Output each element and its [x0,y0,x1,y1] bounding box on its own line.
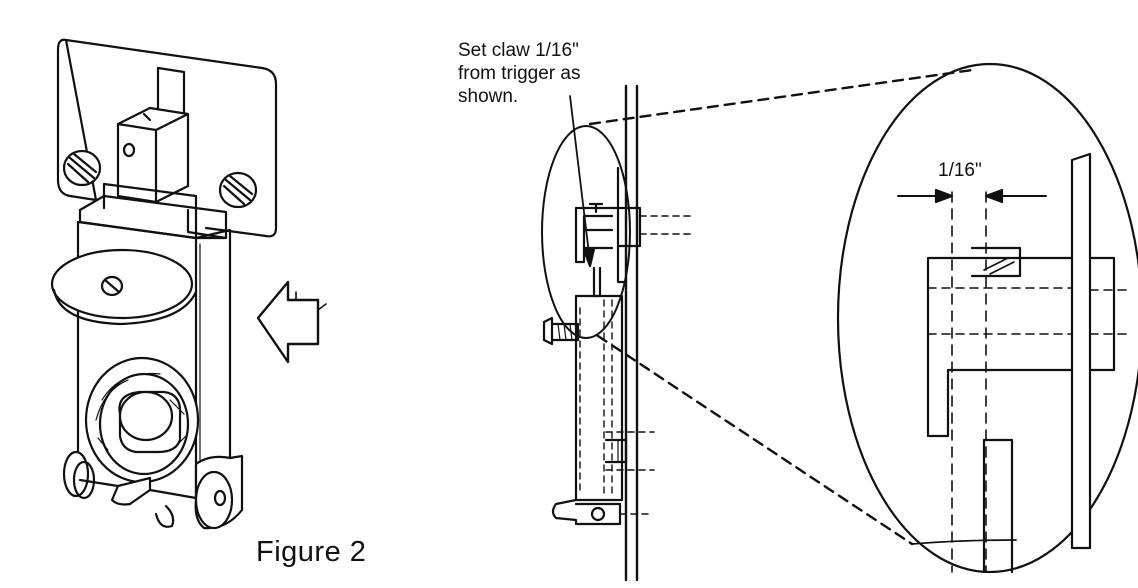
note-leader-arrowhead [582,247,596,268]
projection-line-bottom [596,334,914,546]
oval-cover [50,248,198,326]
trigger-assembly-drawing [50,38,278,530]
magnified-claw [926,256,1074,438]
bottom-tab [110,476,152,506]
note-line-1: Set claw 1/16" [458,40,579,61]
magnified-ellipse [836,62,1138,574]
side-body [574,294,624,502]
side-screw [542,316,580,346]
magnified-detail [836,62,1138,574]
door-edge [624,84,639,582]
side-bottom-tab [551,498,622,526]
claw-block [116,106,190,204]
roller-left [62,450,96,500]
plate-screw-right [218,171,258,209]
projection-line-top [588,68,974,126]
side-view-drawing [541,84,691,582]
note-line-3: shown. [458,86,519,107]
knob [118,390,187,454]
claw [574,206,620,264]
detail-circle [541,125,631,339]
note-line-2: from trigger as [458,63,581,84]
claw-setting-note: Set claw 1/16" from trigger as shown. [458,39,648,108]
figure-caption: Figure 2 [256,536,367,568]
magnified-trigger [982,438,1014,574]
dimension-label: 1/16" [938,160,982,181]
note-leader-line [569,95,591,263]
roller-right [194,454,244,530]
direction-arrow [256,280,320,364]
plate-screw-left [62,149,102,187]
body-box [76,220,232,502]
